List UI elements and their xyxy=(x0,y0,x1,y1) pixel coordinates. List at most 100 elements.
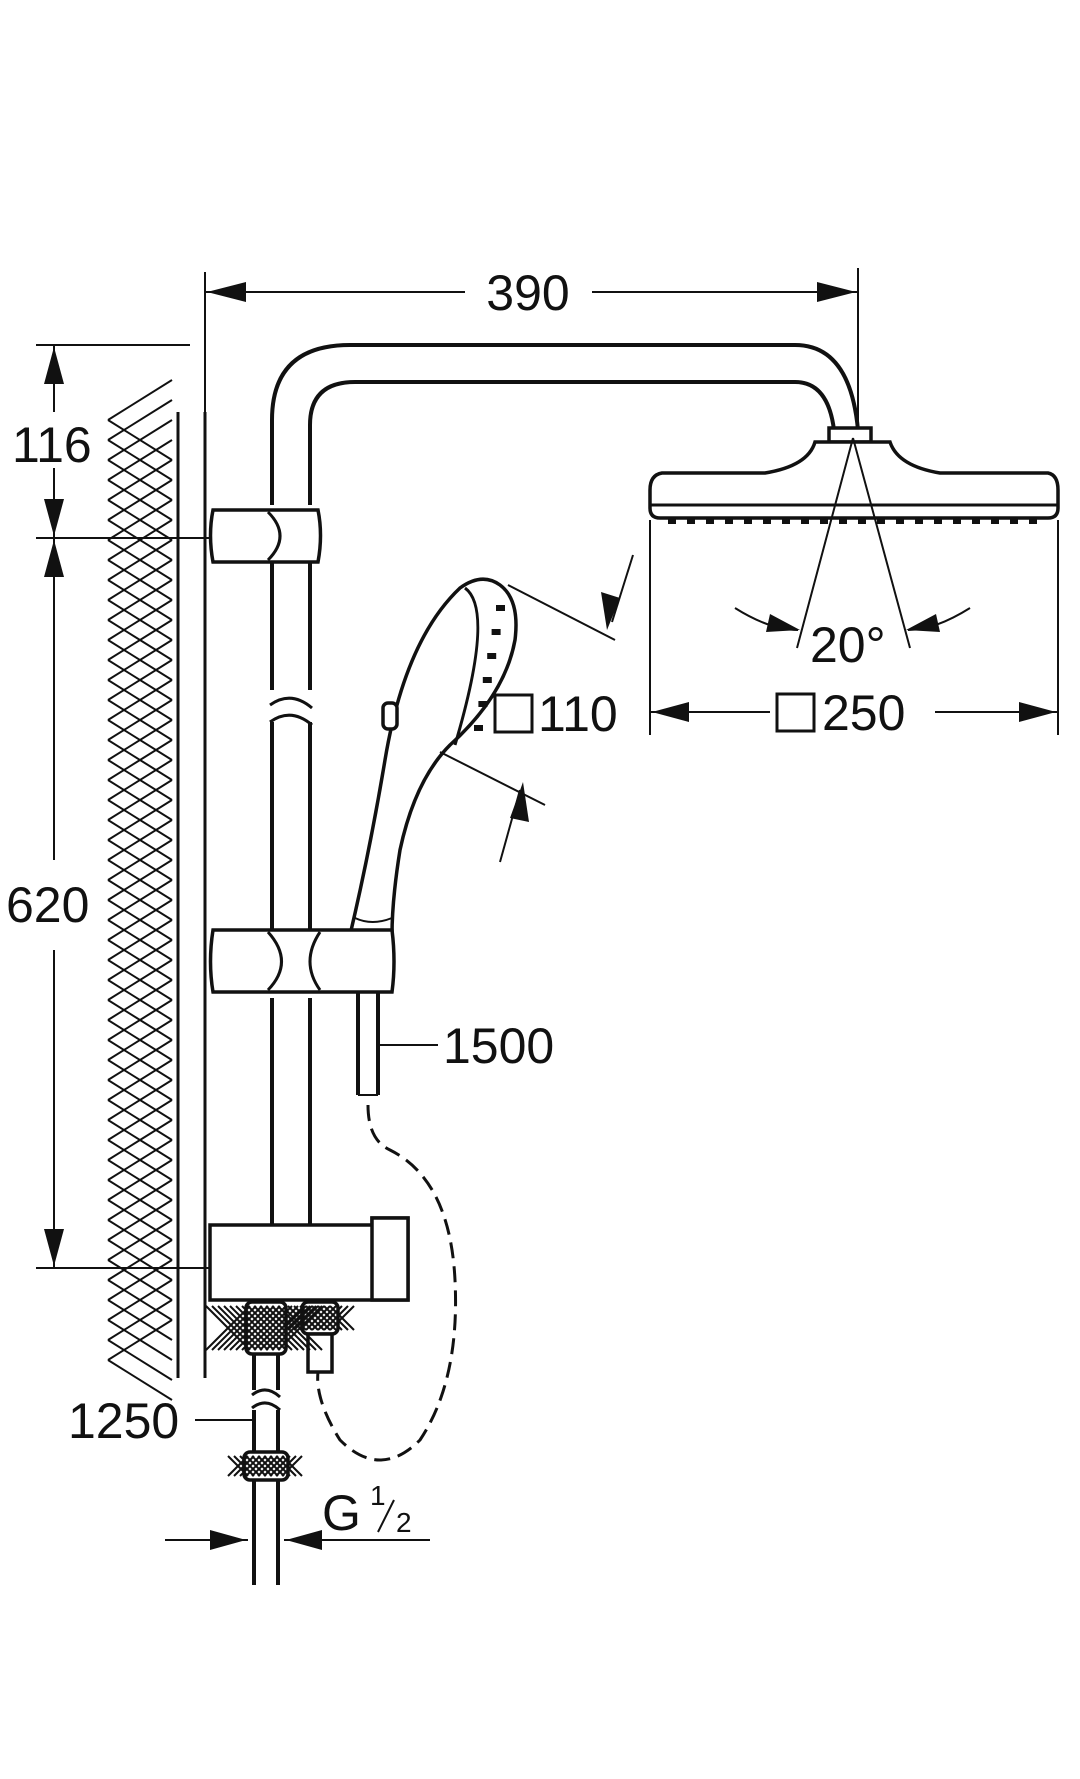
angle-line-left xyxy=(796,437,854,649)
hatch-line xyxy=(107,1259,173,1301)
hatch-line xyxy=(107,1339,173,1381)
hatch-line xyxy=(107,739,173,781)
hand-shower: 110 xyxy=(347,554,634,937)
knurl-line xyxy=(299,1305,325,1331)
dim-110-label: 110 xyxy=(538,686,618,742)
nozzle xyxy=(896,518,904,524)
knurl-line xyxy=(275,1455,297,1477)
hatch-line xyxy=(107,1199,173,1241)
arm-inner xyxy=(308,380,836,505)
dim-hand-line-top xyxy=(611,554,634,623)
nozzle xyxy=(858,518,866,524)
knurl-line xyxy=(281,1455,303,1477)
mixer-handle xyxy=(370,1216,410,1302)
arrow-up xyxy=(44,347,64,384)
knurl-line xyxy=(277,1305,323,1351)
head-shower-body xyxy=(648,440,1060,520)
inlet-break-bottom xyxy=(251,1401,282,1412)
knurl-line xyxy=(271,1305,317,1351)
rail-break-bottom xyxy=(269,713,313,727)
hatch-line xyxy=(107,1139,173,1181)
hatch-line xyxy=(107,759,173,801)
hatch-line xyxy=(107,399,173,441)
hatch-line xyxy=(107,479,173,521)
nozzle xyxy=(744,518,752,524)
hand-nozzle xyxy=(496,605,505,611)
dim-1500-label: 1500 xyxy=(443,1018,554,1074)
arrow-left xyxy=(652,702,689,722)
nozzle xyxy=(915,518,923,524)
bracket-contour xyxy=(266,510,282,562)
hatch-line xyxy=(107,439,173,481)
dim-620-label: 620 xyxy=(6,877,89,933)
hand-nozzle xyxy=(478,701,488,707)
angle-label: 20° xyxy=(810,617,886,673)
hand-nozzle xyxy=(491,629,501,635)
upper-wall-bracket xyxy=(208,508,323,564)
knurl-line xyxy=(311,1305,337,1331)
inlet-knurling xyxy=(205,1305,323,1351)
knurl-line xyxy=(253,1305,299,1351)
hatch-line xyxy=(107,1239,173,1281)
hatch-line xyxy=(107,719,173,761)
knurl-line xyxy=(259,1305,305,1351)
hand-shower-body xyxy=(347,577,518,937)
hatch-line xyxy=(107,539,173,581)
dim-116-label: 116 xyxy=(12,417,92,473)
hatch-line xyxy=(107,459,173,501)
inlet-lower-knurling xyxy=(227,1455,303,1477)
hatch-line xyxy=(107,779,173,821)
nozzle xyxy=(934,518,942,524)
dim-1250-label: 1250 xyxy=(68,1393,179,1449)
hatch-line xyxy=(107,419,173,461)
knurl-line xyxy=(317,1305,343,1331)
hatch-line xyxy=(107,819,173,861)
hand-shower-holder xyxy=(208,928,396,994)
arrow-right xyxy=(817,282,856,302)
hatch-line xyxy=(107,1219,173,1261)
hatch-line xyxy=(107,519,173,561)
nozzle xyxy=(725,518,733,524)
hatch-line xyxy=(107,579,173,621)
holder-contour-right xyxy=(308,931,322,991)
arrow-bottom xyxy=(510,782,529,822)
hatch-line xyxy=(107,679,173,721)
arrow-right xyxy=(286,1530,322,1550)
thermostat-mixer xyxy=(208,1216,410,1302)
hatch-line xyxy=(107,1279,173,1321)
arrow-down xyxy=(44,1229,64,1266)
hose-dashed-path xyxy=(316,1104,458,1462)
shower-hose: 1500 xyxy=(316,992,554,1462)
hand-shower-head-face xyxy=(453,586,480,746)
knurl-line xyxy=(329,1305,355,1331)
hatch-line xyxy=(107,1079,173,1121)
hatch-line xyxy=(107,1119,173,1161)
dimension-1250: 1250 xyxy=(68,1393,252,1449)
inlet-break-top xyxy=(251,1388,282,1399)
arrow-up xyxy=(44,540,64,577)
hatch-line xyxy=(107,1359,173,1401)
nozzle xyxy=(1029,518,1037,524)
arrow-right xyxy=(1019,702,1056,722)
hatch-line xyxy=(107,699,173,741)
hatch-line xyxy=(107,939,173,981)
head-shower-nozzles xyxy=(668,518,1037,524)
square-symbol xyxy=(775,692,816,733)
bracket-body xyxy=(208,508,323,564)
holder-contour-left xyxy=(266,930,283,992)
arrow-top xyxy=(601,592,620,630)
hatch-line xyxy=(107,959,173,1001)
hatch-line xyxy=(107,839,173,881)
hatch-line xyxy=(107,379,173,421)
thread-g-label: G xyxy=(322,1485,361,1541)
handle-end-line xyxy=(354,917,393,923)
head-shower: 20° 250 xyxy=(648,426,1060,741)
dimension-620: 620 xyxy=(6,538,215,1269)
arrow-left xyxy=(207,282,246,302)
hatch-line xyxy=(107,859,173,901)
inlet-fitting xyxy=(205,1300,323,1585)
hatch-line xyxy=(107,559,173,601)
mode-button xyxy=(381,701,399,731)
